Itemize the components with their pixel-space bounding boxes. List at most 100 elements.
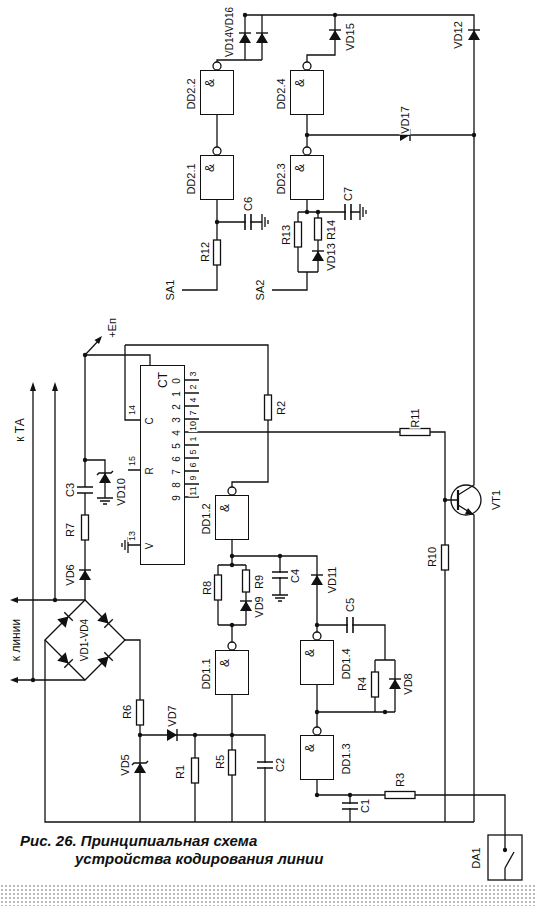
gate-symbol: & xyxy=(304,648,316,658)
capacitor-symbol xyxy=(342,803,358,809)
gate-symbol: & xyxy=(204,78,216,88)
component-label: R14 xyxy=(326,219,337,241)
component-label: R9 xyxy=(254,574,265,590)
component-label: SA2 xyxy=(255,279,266,302)
output-number: 9 xyxy=(172,494,182,502)
capacitor-symbol xyxy=(347,617,353,633)
inverter-bubbles xyxy=(313,727,321,735)
ground-symbols xyxy=(272,595,288,601)
junction-dots xyxy=(230,733,234,737)
nand-gate: &DD1.4 xyxy=(300,640,334,685)
capacitor-symbol xyxy=(257,762,273,768)
junction-dots xyxy=(315,623,319,627)
wires xyxy=(307,134,474,135)
gate-designator: DD1.3 xyxy=(341,742,352,775)
diodes xyxy=(79,570,91,580)
nand-gate: &DD1.3 xyxy=(300,735,334,780)
output-number: 2 xyxy=(172,403,182,411)
gate-symbol: & xyxy=(204,163,216,173)
component-label: SA1 xyxy=(165,279,176,302)
component-label: VT1 xyxy=(491,489,502,511)
component-label: R8 xyxy=(202,580,213,596)
pin-number: 15 xyxy=(128,455,137,467)
arrowheads xyxy=(95,336,103,344)
input-name: C xyxy=(145,416,155,425)
resistor-symbol xyxy=(137,700,144,725)
resistor-symbol xyxy=(214,240,221,265)
figure-caption: Рис. 26. Принципиальная схема устройства… xyxy=(20,832,340,868)
optocoupler-symbol xyxy=(504,849,507,852)
gate-designator: DD1.1 xyxy=(201,657,212,690)
capacitor-symbol xyxy=(245,214,251,230)
component-label: VD15 xyxy=(345,22,356,52)
diodes xyxy=(256,33,268,43)
junction-dots xyxy=(215,220,219,224)
component-label: C3 xyxy=(65,482,76,498)
pin-number: 2 xyxy=(189,383,198,390)
arrowheads xyxy=(10,336,474,683)
wires xyxy=(185,380,199,497)
component-label: VD8 xyxy=(403,672,414,695)
wires xyxy=(18,15,505,848)
resistor-symbol xyxy=(400,429,430,436)
junction-dots xyxy=(230,563,234,567)
capacitor-symbol xyxy=(272,572,288,578)
component-label: R13 xyxy=(281,224,292,246)
nand-gate: &DD2.1 xyxy=(200,155,234,200)
diodes xyxy=(389,679,401,689)
nand-gate: &DD2.3 xyxy=(290,155,324,200)
pin-number: 14 xyxy=(128,404,137,416)
bridge-diodes xyxy=(57,612,73,628)
component-label: VD14VD16 xyxy=(225,6,235,58)
diodes xyxy=(240,601,252,611)
arrowheads xyxy=(52,382,58,391)
junction-dots xyxy=(243,13,247,17)
inverter-bubbles xyxy=(313,632,321,640)
junction-dots xyxy=(333,13,337,17)
component-label: R6 xyxy=(122,704,133,720)
junction-dots xyxy=(472,133,476,137)
ground-symbols xyxy=(97,498,113,504)
junction-dots xyxy=(305,133,309,137)
wires xyxy=(45,640,474,822)
output-number: 4 xyxy=(172,429,182,437)
pin-number: 5 xyxy=(189,448,198,455)
junction-dots xyxy=(31,678,35,682)
gate-symbol: & xyxy=(219,658,231,668)
component-label: VD1-VD4 xyxy=(80,618,90,662)
optocoupler-symbol xyxy=(488,835,522,880)
wires xyxy=(199,432,458,822)
arrowheads xyxy=(30,382,36,391)
diodes xyxy=(468,30,480,40)
component-label: R2 xyxy=(276,400,287,416)
capacitor-symbol xyxy=(76,487,94,493)
wires xyxy=(232,556,317,632)
gate-designator: DD2.4 xyxy=(276,77,287,110)
nand-gate: &DD2.2 xyxy=(200,70,234,115)
component-label: R7 xyxy=(65,522,76,538)
gate-designator: DD1.4 xyxy=(341,647,352,680)
bridge-diodes xyxy=(57,612,113,668)
optocoupler-symbol xyxy=(488,835,522,880)
arrowheads xyxy=(10,597,18,603)
junction-dots xyxy=(230,623,234,627)
ground-symbols xyxy=(262,214,268,230)
component-label: R5 xyxy=(215,754,226,770)
ground-symbols xyxy=(360,204,366,220)
component-label: VD9 xyxy=(254,595,265,618)
wires xyxy=(182,200,262,290)
wires xyxy=(125,345,140,545)
junction-dots xyxy=(230,554,234,558)
pin-number: 11 xyxy=(189,485,198,496)
component-label: R1 xyxy=(175,764,186,780)
component-label: к линии xyxy=(10,618,22,662)
wires xyxy=(33,390,55,680)
capacitor-symbol xyxy=(271,573,289,577)
output-number: 0 xyxy=(172,377,182,385)
nand-gate: &DD1.2 xyxy=(215,495,249,540)
resistor-symbol xyxy=(315,218,322,240)
pin-number: 10 xyxy=(189,420,198,432)
bridge-diodes xyxy=(97,612,113,628)
